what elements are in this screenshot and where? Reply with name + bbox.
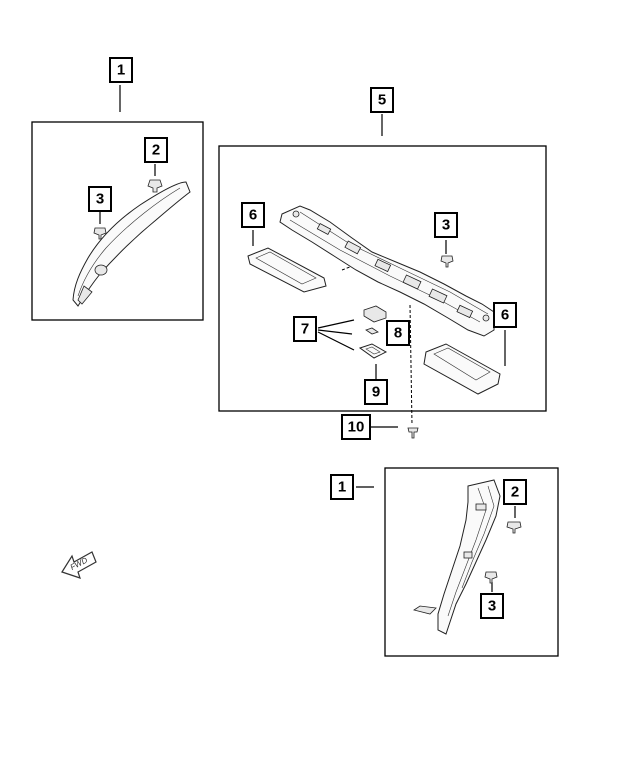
svg-text:2: 2 [511, 484, 519, 501]
bulb-8 [365, 327, 379, 335]
leader-7-lower [317, 331, 355, 351]
callout-2-left: 2 [144, 137, 168, 163]
callout-3-left: 3 [88, 186, 112, 212]
callout-9: 9 [364, 379, 388, 405]
clip-2-left [147, 179, 163, 193]
svg-text:7: 7 [301, 321, 309, 338]
group-box-left-a-pillar [31, 121, 204, 321]
callout-1-top-left: 1 [109, 57, 133, 83]
callout-6-left: 6 [241, 202, 265, 228]
leader-7-upper [317, 319, 355, 329]
svg-text:2: 2 [152, 142, 160, 159]
svg-text:5: 5 [378, 92, 386, 109]
callout-10: 10 [341, 414, 371, 440]
a-pillar-trim-left [72, 181, 191, 307]
callout-1-bottom-right: 1 [330, 474, 354, 500]
group-box-right-pillar [384, 467, 559, 657]
svg-text:1: 1 [338, 479, 346, 496]
svg-text:1: 1 [117, 62, 125, 79]
svg-text:6: 6 [501, 307, 509, 324]
sun-visor-left [247, 247, 327, 293]
pillar-trim-right [413, 479, 501, 635]
clip-2-right [506, 521, 522, 534]
fwd-arrow-icon: FWD [61, 551, 97, 579]
clip-3-left [93, 227, 107, 240]
clip-3-right [484, 571, 498, 584]
header-panel [279, 205, 495, 337]
svg-text:8: 8 [394, 325, 402, 342]
dome-lamp-7 [363, 305, 387, 323]
callout-2-right: 2 [503, 479, 527, 505]
callout-3-header: 3 [434, 212, 458, 238]
screw-10 [407, 427, 419, 439]
lens-9 [358, 343, 388, 359]
callout-3-right: 3 [480, 593, 504, 619]
callout-7: 7 [293, 316, 317, 342]
sun-visor-right [423, 343, 501, 395]
svg-text:9: 9 [372, 384, 380, 401]
leader-7-mid [317, 329, 353, 335]
svg-text:3: 3 [488, 598, 496, 615]
clip-3-header [440, 255, 454, 268]
callout-8: 8 [386, 320, 410, 346]
svg-text:10: 10 [348, 419, 365, 436]
svg-text:3: 3 [442, 217, 450, 234]
group-box-header-panel [218, 145, 547, 412]
callout-6-right: 6 [493, 302, 517, 328]
callout-5: 5 [370, 87, 394, 113]
svg-text:3: 3 [96, 191, 104, 208]
svg-text:6: 6 [249, 207, 257, 224]
dash-line-fastener [409, 304, 413, 426]
